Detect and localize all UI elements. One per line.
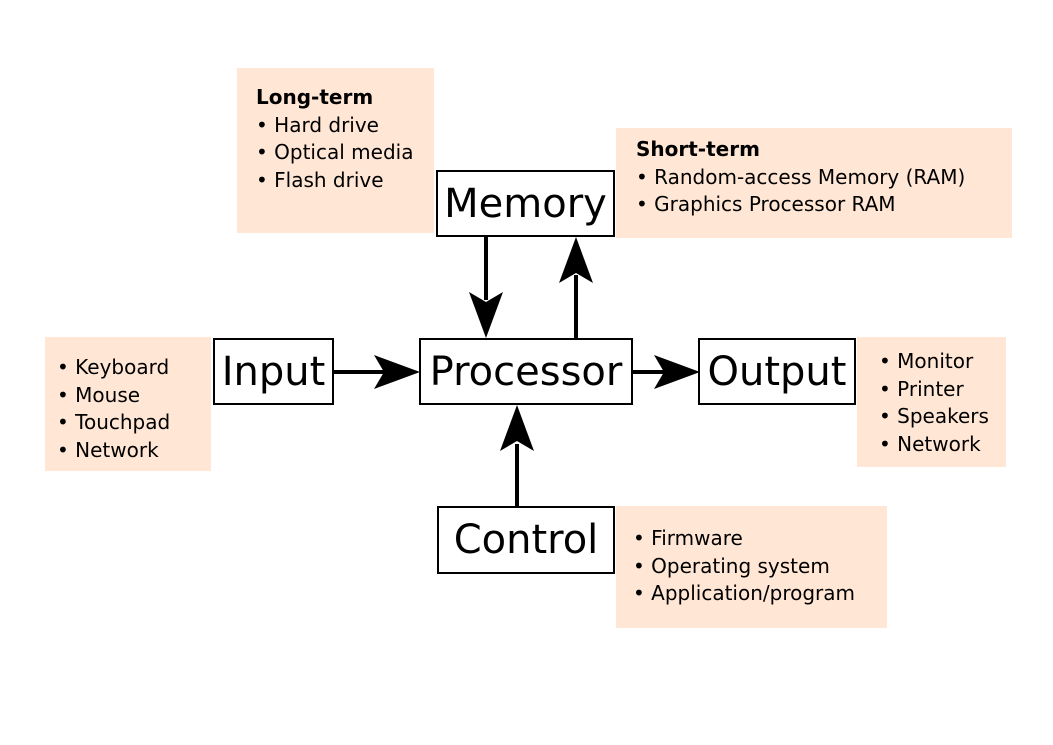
list-item: Printer — [879, 376, 1006, 404]
processor-label: Processor — [429, 348, 623, 395]
list-item: Firmware — [633, 525, 887, 553]
input-label: Input — [221, 348, 326, 395]
short-term-title: Short-term — [636, 137, 760, 161]
arrowhead-up-icon — [559, 237, 593, 283]
processor-node: Processor — [419, 338, 633, 405]
short-term-list: Random-access Memory (RAM) Graphics Proc… — [636, 164, 1012, 219]
arrowhead-right-icon — [654, 355, 700, 389]
control-node: Control — [437, 506, 615, 574]
list-item: Operating system — [633, 553, 887, 581]
list-item: Keyboard — [57, 354, 211, 382]
list-item: Graphics Processor RAM — [636, 191, 1012, 219]
list-item: Network — [57, 437, 211, 465]
long-term-list: Hard drive Optical media Flash drive — [256, 112, 434, 195]
long-term-storage-note: Long-term Hard drive Optical media Flash… — [237, 68, 434, 233]
long-term-title: Long-term — [256, 85, 374, 109]
memory-node: Memory — [436, 170, 615, 237]
list-item: Speakers — [879, 403, 1006, 431]
list-item: Random-access Memory (RAM) — [636, 164, 1012, 192]
arrowhead-right-icon — [374, 355, 420, 389]
control-software-list: Firmware Operating system Application/pr… — [633, 525, 887, 608]
list-item: Flash drive — [256, 167, 434, 195]
arrowhead-up-icon — [500, 405, 534, 451]
memory-label: Memory — [444, 180, 607, 227]
output-devices-note: Monitor Printer Speakers Network — [857, 337, 1006, 467]
list-item: Mouse — [57, 382, 211, 410]
input-node: Input — [213, 338, 334, 405]
list-item: Application/program — [633, 580, 887, 608]
output-label: Output — [707, 348, 847, 395]
input-devices-list: Keyboard Mouse Touchpad Network — [57, 354, 211, 464]
arrowhead-down-icon — [469, 292, 503, 338]
list-item: Optical media — [256, 139, 434, 167]
list-item: Monitor — [879, 348, 1006, 376]
control-label: Control — [453, 517, 599, 563]
short-term-memory-note: Short-term Random-access Memory (RAM) Gr… — [616, 128, 1012, 238]
output-node: Output — [698, 338, 856, 405]
output-devices-list: Monitor Printer Speakers Network — [879, 348, 1006, 458]
list-item: Touchpad — [57, 409, 211, 437]
list-item: Network — [879, 431, 1006, 459]
list-item: Hard drive — [256, 112, 434, 140]
input-devices-note: Keyboard Mouse Touchpad Network — [45, 337, 211, 471]
control-software-note: Firmware Operating system Application/pr… — [616, 506, 887, 628]
